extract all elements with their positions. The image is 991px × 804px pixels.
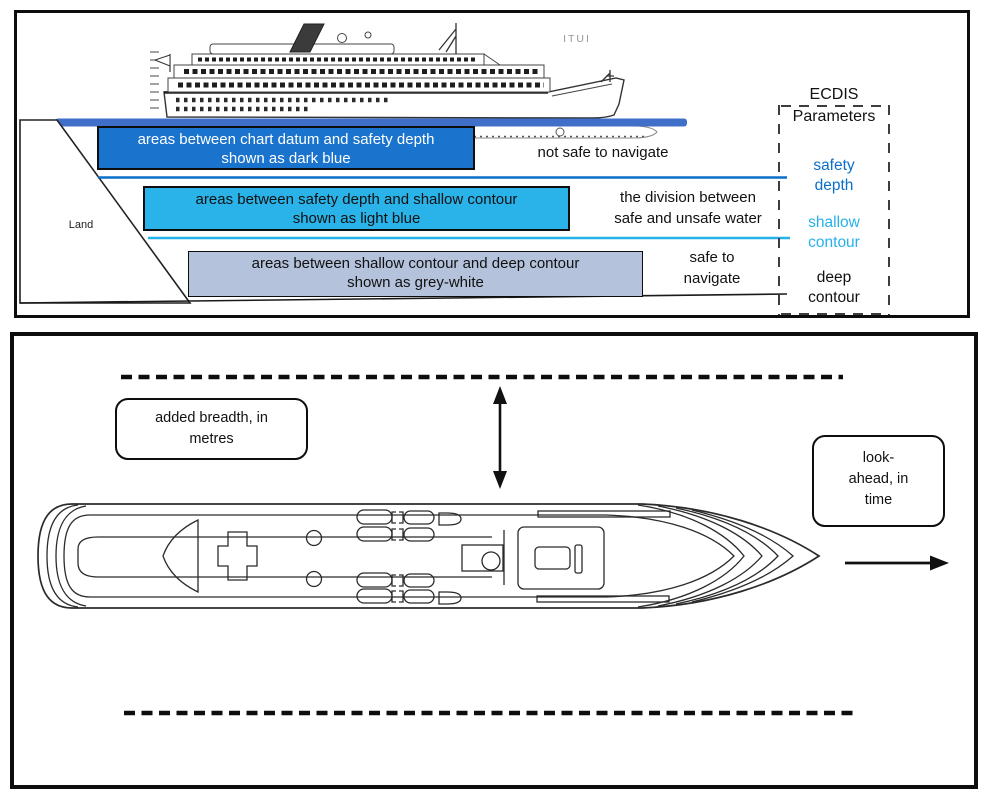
param-deep-contour: deep contour bbox=[778, 268, 890, 308]
light-blue-zone-box: areas between safety depth and shallow c… bbox=[143, 186, 570, 231]
ecdis-title: ECDIS bbox=[809, 86, 859, 103]
ecdis-parameters-box: ECDIS Parameters safety depth shallow co… bbox=[778, 85, 890, 315]
added-breadth-box: added breadth, in metres bbox=[115, 398, 308, 460]
window-bands bbox=[176, 57, 544, 112]
deep-contour-line bbox=[19, 293, 788, 304]
division-note: the division between safe and unsafe wat… bbox=[567, 187, 809, 229]
hull bbox=[163, 77, 625, 119]
safe-note: safe to navigate bbox=[645, 247, 779, 289]
lifeboats-bottom bbox=[356, 572, 462, 605]
zone-label-line: areas between chart datum and safety dep… bbox=[137, 131, 435, 148]
draft-scale-ticks bbox=[150, 51, 159, 109]
double-headed-arrow-icon bbox=[493, 386, 507, 489]
division-note-line: the division between bbox=[620, 189, 756, 206]
param-line: shallow bbox=[808, 214, 860, 231]
ship-logo-text: ITUI bbox=[563, 33, 591, 45]
top-view-drawing bbox=[37, 374, 949, 716]
waterline-bar bbox=[55, 118, 687, 127]
zone-label-line: areas between shallow contour and deep c… bbox=[251, 255, 580, 272]
depth-zones-drawing bbox=[19, 23, 790, 304]
ecdis-subtitle: Parameters bbox=[792, 108, 876, 125]
hull-outline bbox=[37, 503, 821, 609]
dashed-border-right bbox=[888, 105, 890, 315]
look-ahead-box: look- ahead, in time bbox=[812, 435, 945, 527]
depth-zones-panel: ITUI Land areas between chart datum and … bbox=[14, 10, 970, 318]
not-safe-note: not safe to navigate bbox=[537, 144, 669, 161]
cruise-ship-side-view-icon bbox=[150, 23, 658, 139]
safe-note-line: safe to bbox=[689, 249, 735, 266]
safe-note-line: navigate bbox=[683, 270, 741, 287]
ship-top-view-icon bbox=[37, 503, 821, 609]
grey-white-zone-box: areas between shallow contour and deep c… bbox=[188, 251, 643, 297]
zone-label-line: areas between safety depth and shallow c… bbox=[195, 191, 518, 208]
land-label: Land bbox=[68, 219, 94, 231]
param-shallow-contour: shallow contour bbox=[778, 213, 890, 253]
dashed-border-top bbox=[781, 105, 887, 107]
added-breadth-line: metres bbox=[189, 431, 234, 447]
radar-dome-icon bbox=[364, 31, 372, 39]
safety-corridor-panel: added breadth, in metres look- ahead, in… bbox=[10, 332, 978, 789]
land-shape bbox=[19, 119, 192, 304]
ecdis-dashed-frame: Parameters safety depth shallow contour … bbox=[778, 105, 890, 315]
funnel bbox=[289, 23, 325, 53]
param-line: depth bbox=[814, 177, 854, 194]
zone-label-line: shown as grey-white bbox=[347, 274, 484, 291]
radar-dome-icon bbox=[337, 33, 347, 43]
submerged-hull bbox=[454, 125, 658, 139]
dashed-border-left bbox=[778, 105, 780, 315]
param-line: contour bbox=[808, 234, 860, 251]
zone-label-line: shown as light blue bbox=[292, 210, 421, 227]
added-breadth-line: added breadth, in bbox=[155, 410, 268, 426]
param-line: safety bbox=[813, 157, 855, 174]
lifeboats-top bbox=[356, 509, 462, 542]
param-line: deep bbox=[816, 269, 852, 286]
param-line: contour bbox=[808, 289, 860, 306]
zone-label-line: shown as dark blue bbox=[221, 150, 351, 167]
look-ahead-line: look- bbox=[862, 450, 895, 466]
look-ahead-line: ahead, in bbox=[848, 471, 909, 487]
dashed-border-bottom bbox=[781, 313, 887, 315]
masts-and-cranes bbox=[438, 23, 614, 83]
division-note-line: safe and unsafe water bbox=[614, 210, 762, 227]
look-ahead-line: time bbox=[864, 492, 893, 508]
param-safety-depth: safety depth bbox=[778, 156, 890, 196]
stern-flag-icon bbox=[153, 54, 171, 72]
dark-blue-zone-box: areas between chart datum and safety dep… bbox=[97, 126, 475, 170]
right-arrow-icon bbox=[845, 555, 949, 571]
